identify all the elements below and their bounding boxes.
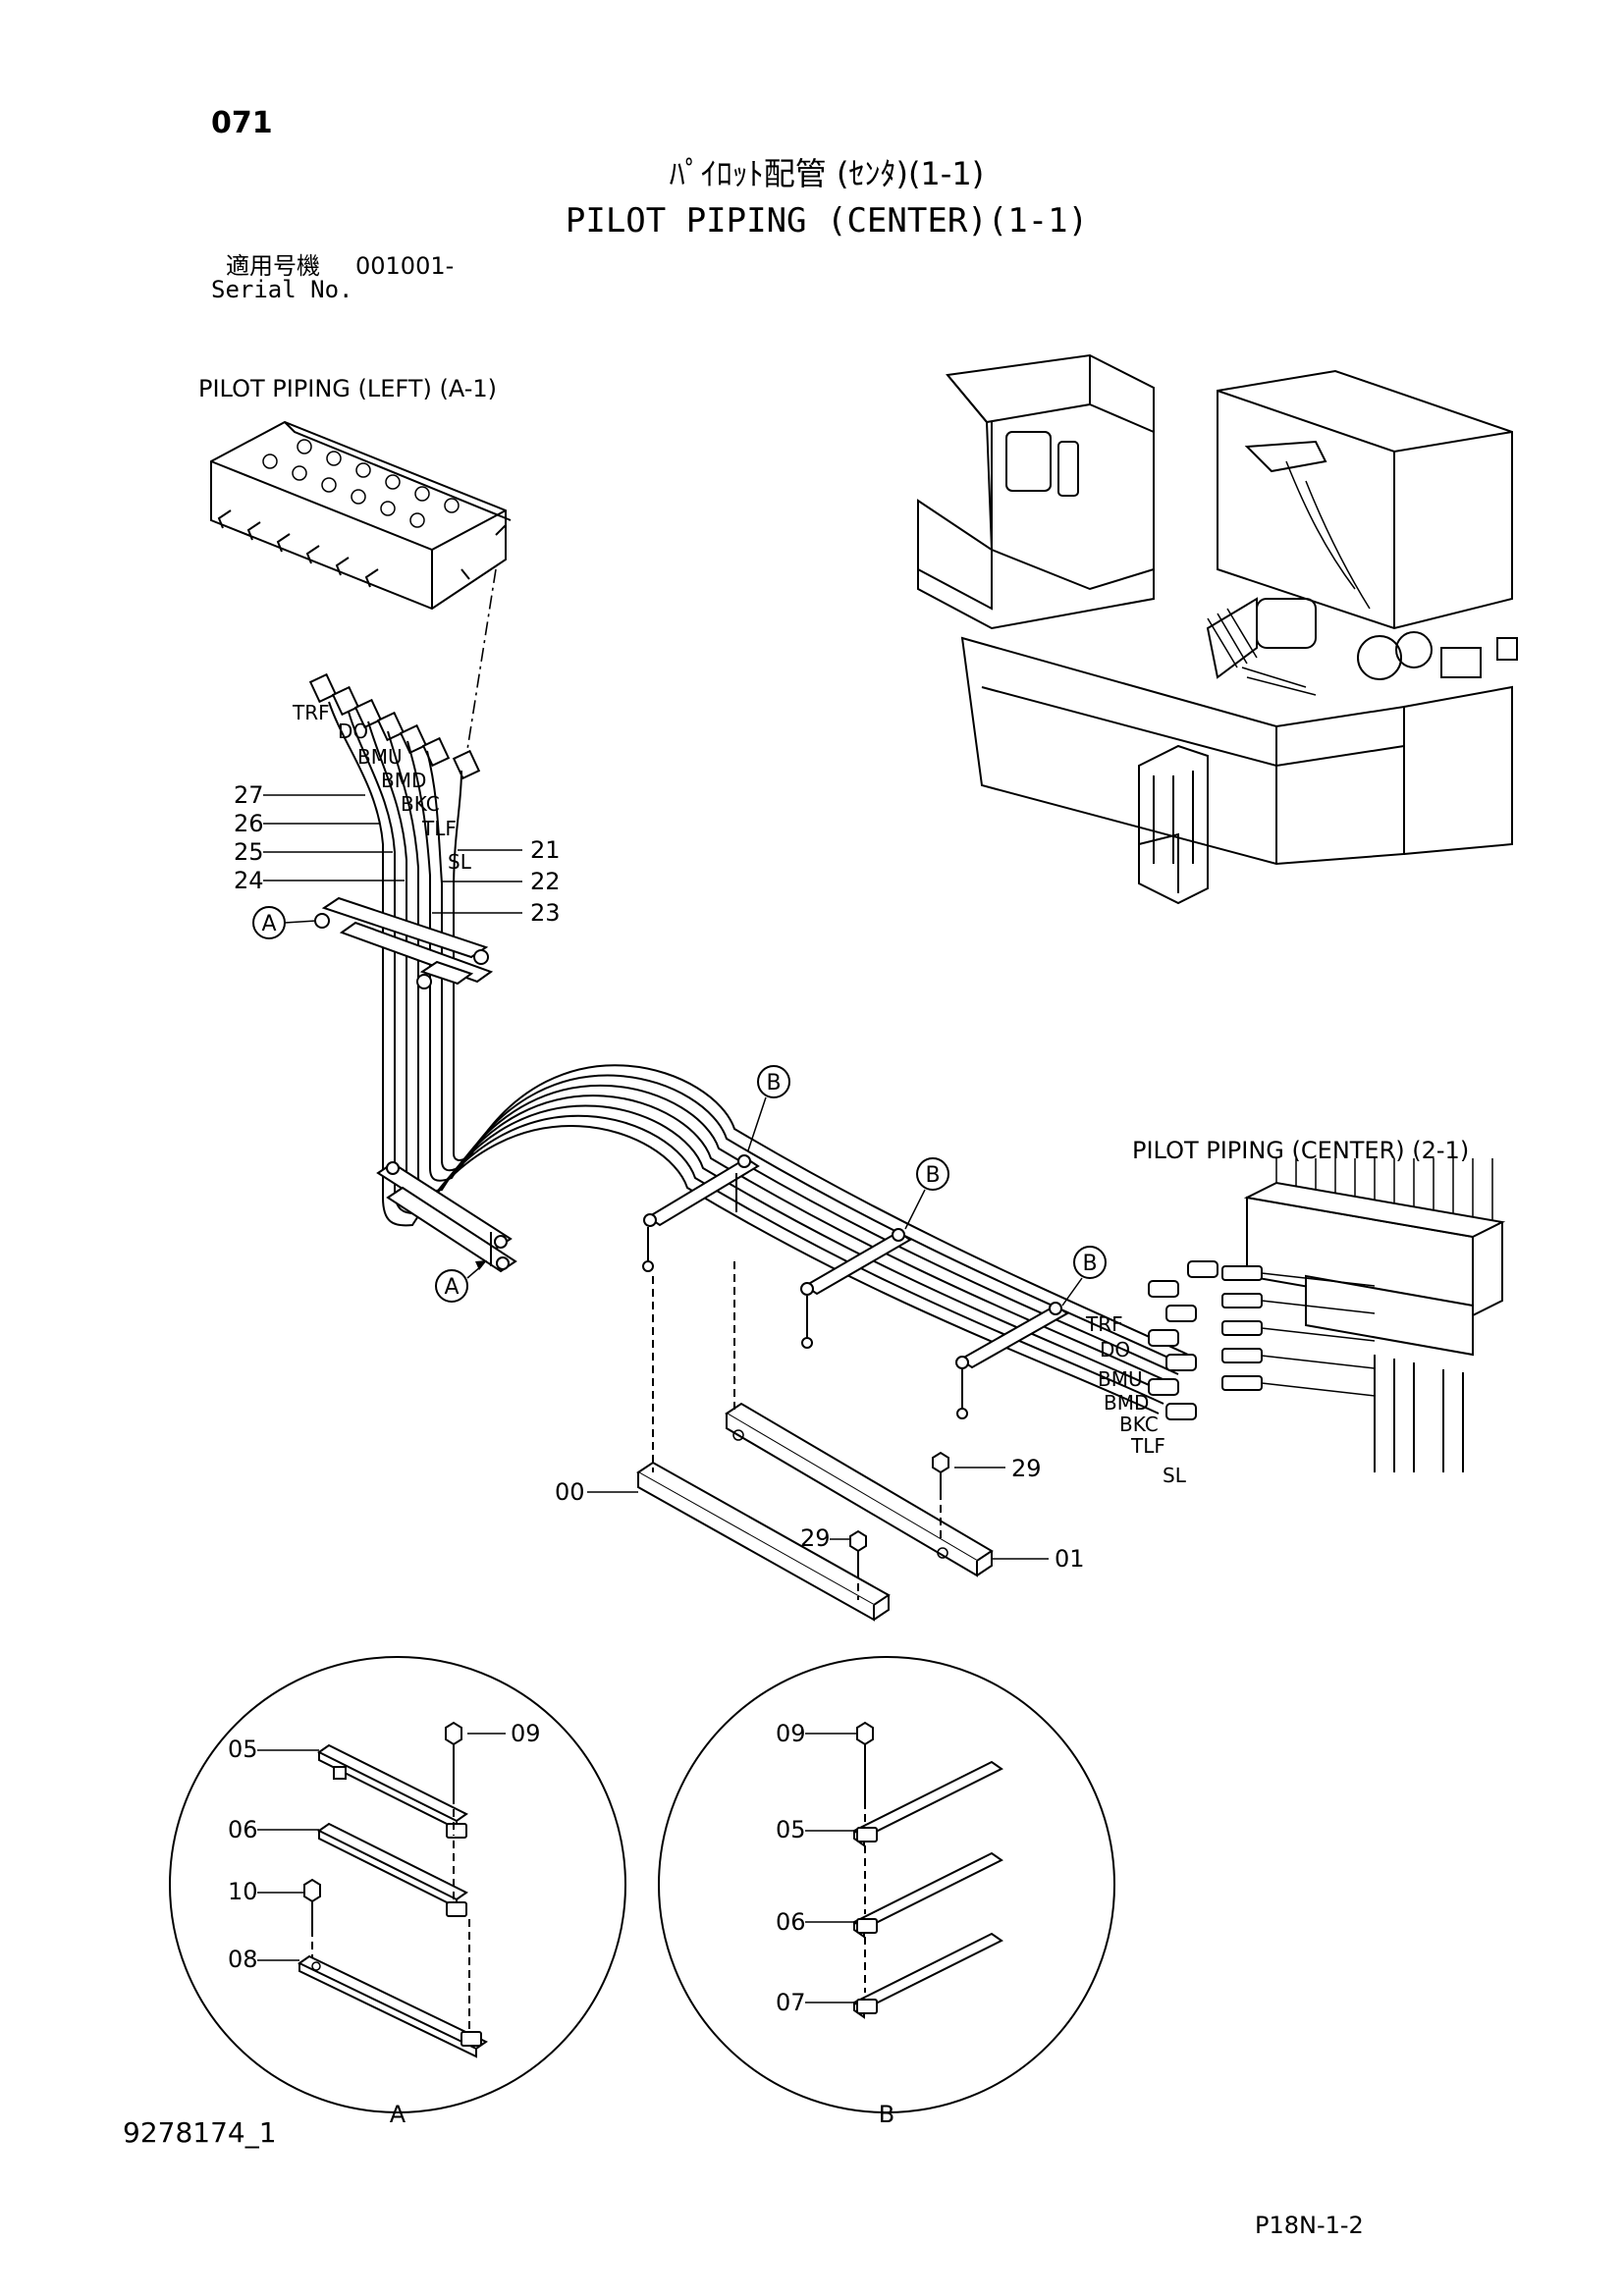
callouts-left: 27 26 25 24 bbox=[234, 781, 405, 894]
reference-left-caption: PILOT PIPING (LEFT) (A-1) bbox=[198, 375, 497, 402]
detail-a-callout-06: 06 bbox=[228, 1816, 258, 1843]
port-labels-right: TRF DO BMU BMD BKC TLF SL bbox=[1085, 1312, 1187, 1487]
pilot-hose-bundle bbox=[308, 672, 1189, 1415]
port-label-bkc-top: BKC bbox=[401, 792, 440, 816]
title-english: PILOT PIPING (CENTER)(1-1) bbox=[566, 201, 1088, 240]
detail-b-callout-05: 05 bbox=[776, 1816, 806, 1843]
port-label-sl-top: SL bbox=[448, 850, 472, 874]
port-label-bmd-top: BMD bbox=[381, 769, 426, 792]
port-label-bmu-top: BMU bbox=[357, 745, 403, 769]
detail-b-label: B bbox=[879, 2101, 894, 2128]
detail-view-b bbox=[658, 1656, 1115, 2113]
detail-b-callout-07: 07 bbox=[776, 1989, 806, 2016]
serial-label-english: Serial No. bbox=[211, 276, 353, 303]
reference-center-caption: PILOT PIPING (CENTER) (2-1) bbox=[1132, 1137, 1469, 1164]
pilot-valve-block-left bbox=[210, 420, 512, 611]
clamp-upper-a bbox=[314, 896, 494, 989]
port-label-trf-right: TRF bbox=[1085, 1312, 1123, 1336]
callout-29-b: 29 bbox=[800, 1524, 831, 1552]
machine-overview-drawing bbox=[917, 353, 1518, 905]
port-label-trf-top: TRF bbox=[292, 701, 330, 724]
callout-22: 22 bbox=[530, 868, 561, 895]
page-number: 071 bbox=[211, 106, 273, 140]
detail-view-a bbox=[169, 1656, 626, 2113]
port-label-bmu-right: BMU bbox=[1098, 1367, 1143, 1391]
view-marker-a-lower-label: A bbox=[444, 1275, 459, 1300]
bracket-01 bbox=[725, 1402, 994, 1577]
clamp-b-1 bbox=[642, 1154, 760, 1272]
clamp-b-2 bbox=[800, 1228, 912, 1349]
view-marker-b-2-label: B bbox=[925, 1163, 940, 1188]
callout-26: 26 bbox=[234, 810, 264, 837]
pilot-valve-block-center bbox=[1148, 1158, 1506, 1472]
port-label-bmd-right: BMD bbox=[1104, 1391, 1149, 1415]
callout-27: 27 bbox=[234, 781, 264, 809]
detail-a-label: A bbox=[390, 2101, 406, 2128]
port-label-sl-right: SL bbox=[1163, 1464, 1187, 1487]
callout-24: 24 bbox=[234, 867, 264, 894]
view-marker-b-1 bbox=[757, 1065, 790, 1098]
view-marker-b-3-label: B bbox=[1082, 1252, 1097, 1276]
detail-a-callout-05: 05 bbox=[228, 1735, 258, 1763]
connection-leader-left bbox=[465, 568, 497, 757]
title-japanese: ﾊﾟｲﾛｯﾄ配管 (ｾﾝﾀ)(1-1) bbox=[670, 155, 984, 192]
detail-a-callout-09: 09 bbox=[511, 1720, 541, 1747]
view-marker-b-3 bbox=[1073, 1246, 1107, 1279]
view-marker-b-1-label: B bbox=[766, 1071, 781, 1095]
serial-range: 001001- bbox=[355, 252, 454, 280]
detail-b-callout-06: 06 bbox=[776, 1908, 806, 1936]
port-label-do-top: DO bbox=[338, 720, 368, 743]
detail-b-callout-09: 09 bbox=[776, 1720, 806, 1747]
callout-29-a: 29 bbox=[1011, 1455, 1042, 1482]
port-label-tlf-right: TLF bbox=[1130, 1434, 1165, 1458]
view-marker-b-2 bbox=[916, 1157, 949, 1191]
serial-label-japanese: 適用号機 bbox=[226, 252, 320, 280]
port-label-bkc-right: BKC bbox=[1119, 1413, 1159, 1436]
detail-a-callout-10: 10 bbox=[228, 1878, 258, 1905]
clamp-b-3 bbox=[955, 1302, 1069, 1419]
port-labels-top: TRF DO BMU BMD BKC TLF SL bbox=[292, 701, 472, 874]
drawing-number: 9278174_1 bbox=[123, 2116, 277, 2149]
port-label-tlf-top: TLF bbox=[421, 817, 457, 840]
callout-23: 23 bbox=[530, 899, 561, 927]
detail-a-callout-08: 08 bbox=[228, 1946, 258, 1973]
bolt-29-a bbox=[932, 1451, 949, 1543]
callout-25: 25 bbox=[234, 838, 264, 866]
view-marker-a-upper-label: A bbox=[261, 912, 276, 936]
callout-00: 00 bbox=[555, 1478, 585, 1506]
bracket-00 bbox=[636, 1461, 891, 1622]
port-label-do-right: DO bbox=[1100, 1338, 1130, 1362]
bolt-29-b bbox=[849, 1529, 867, 1600]
callout-21: 21 bbox=[530, 836, 561, 864]
clamp-lower-a bbox=[376, 1161, 517, 1273]
callout-01: 01 bbox=[1055, 1545, 1085, 1573]
callouts-right: 21 22 23 bbox=[432, 836, 561, 927]
page-code: P18N-1-2 bbox=[1255, 2212, 1364, 2239]
view-marker-a-lower bbox=[435, 1269, 468, 1303]
